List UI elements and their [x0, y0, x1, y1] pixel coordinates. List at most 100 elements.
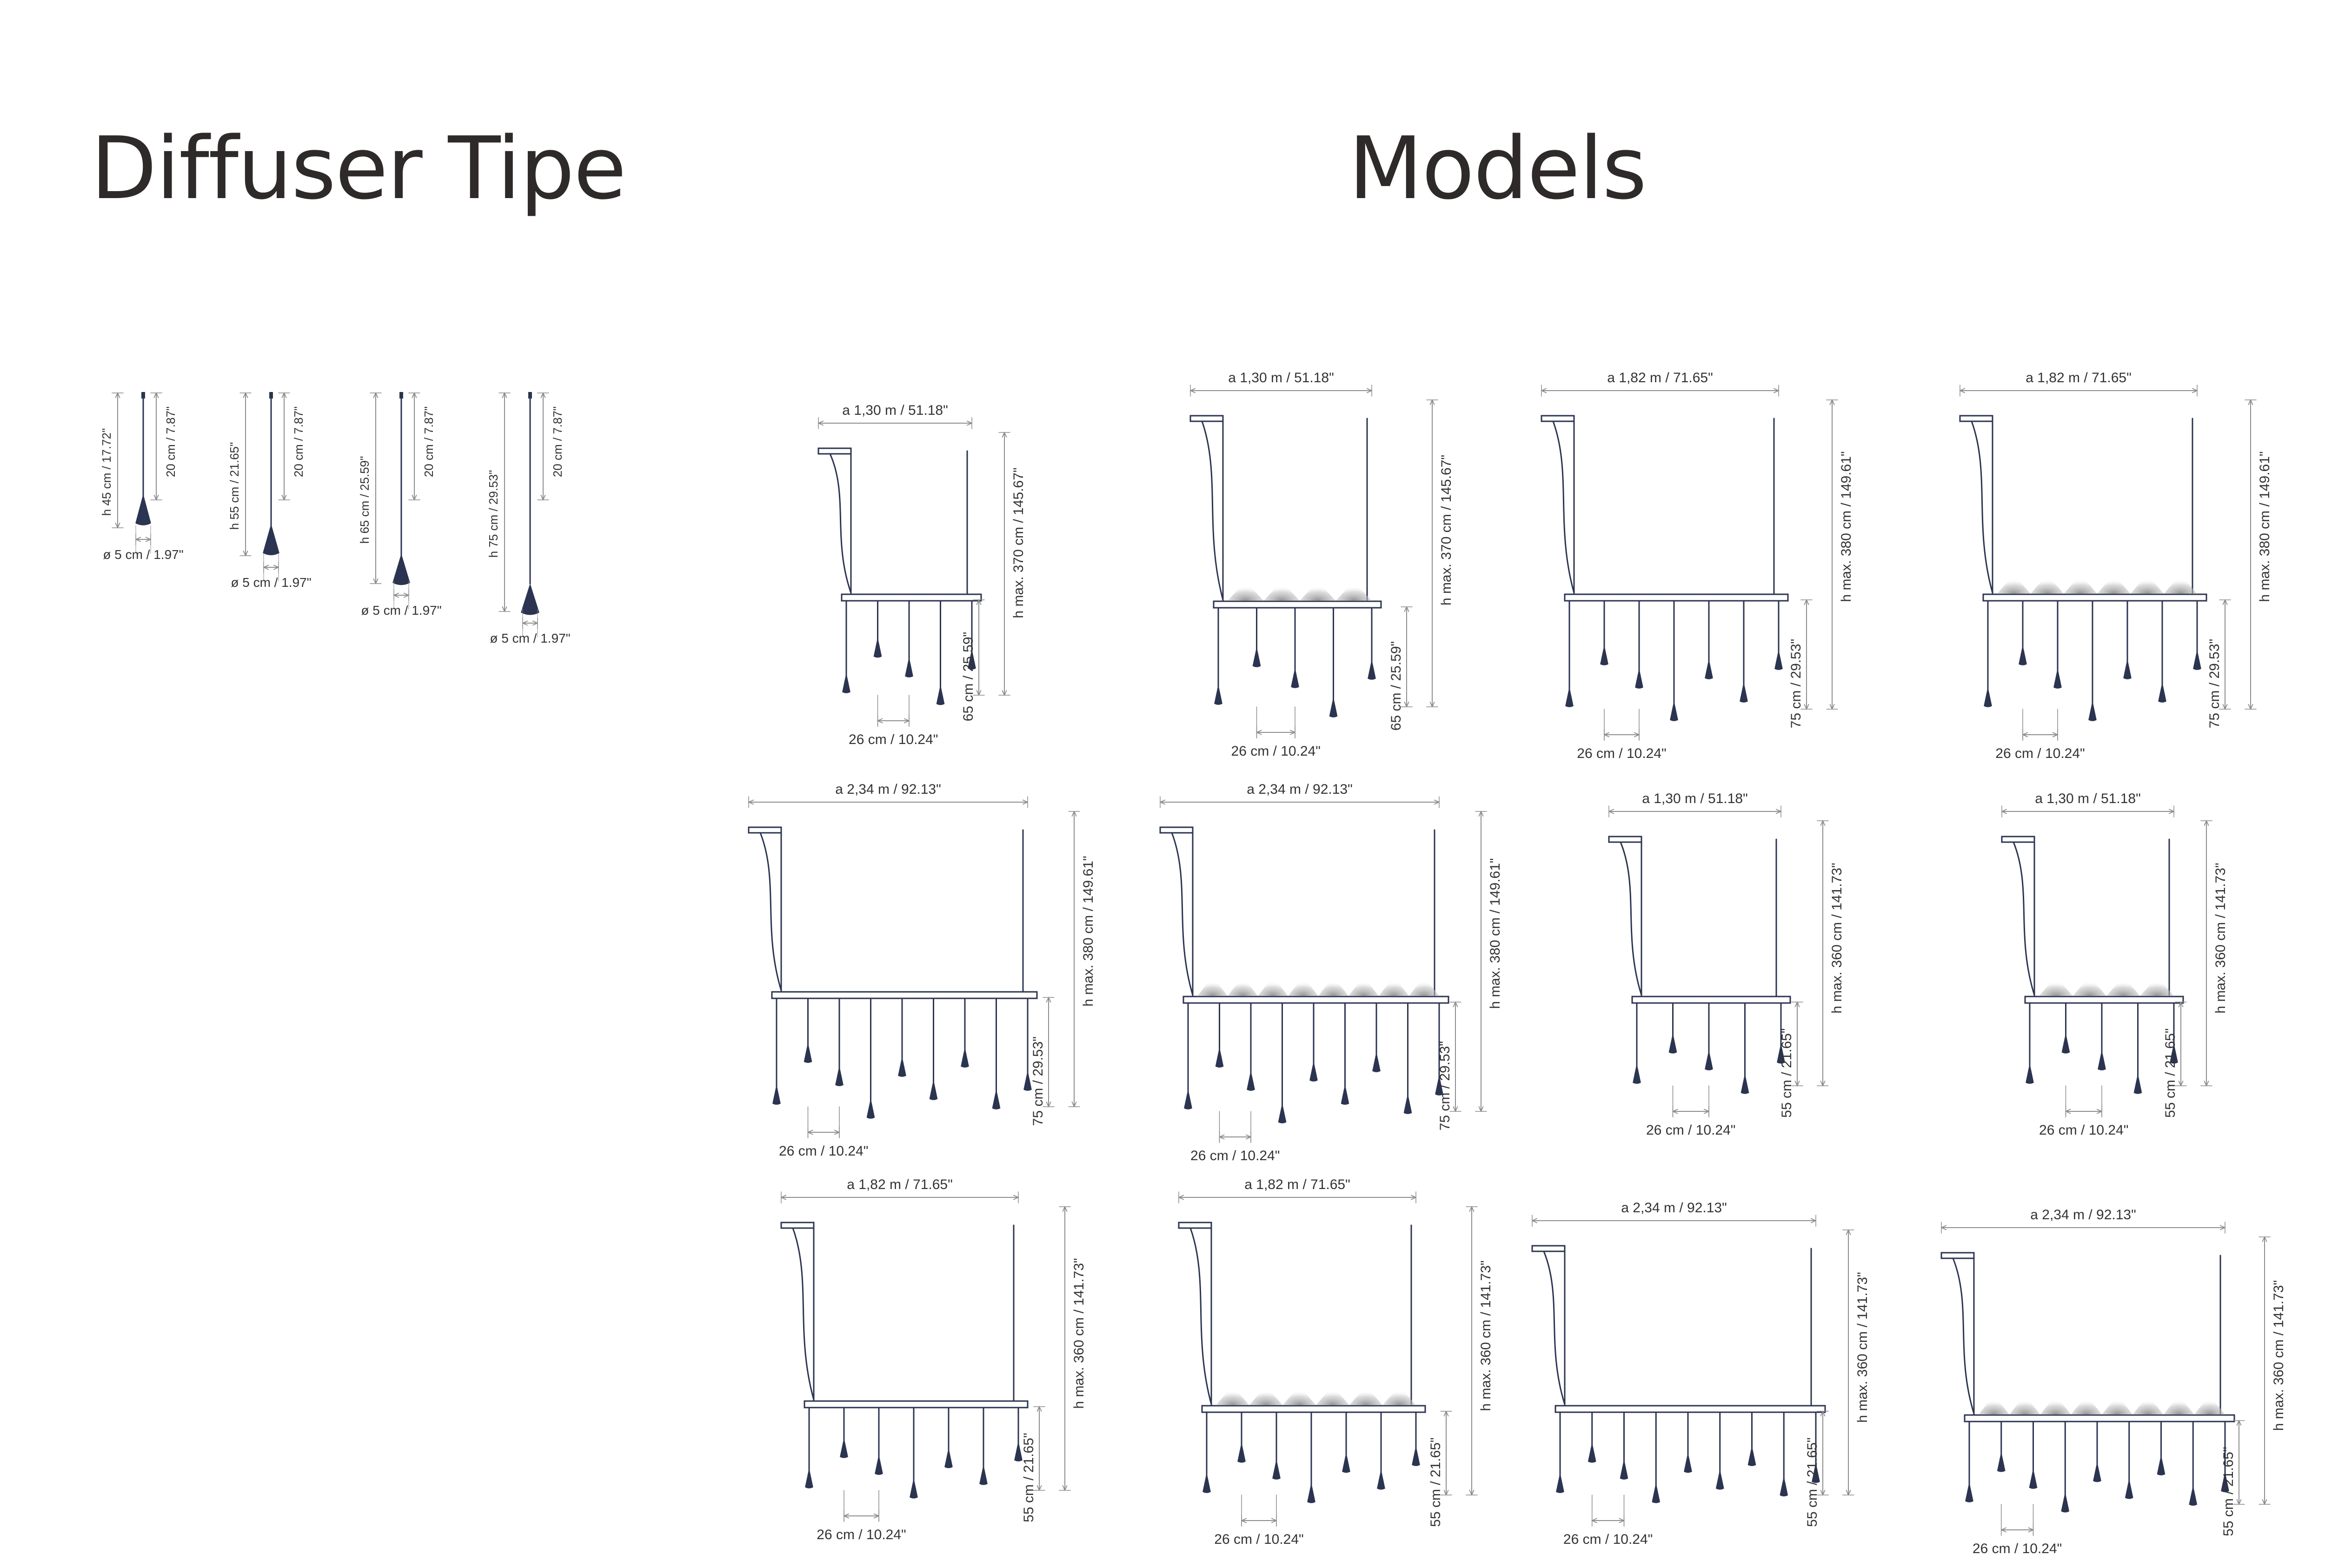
width-label: a 2,34 m / 92.13": [835, 782, 941, 797]
uplight-glow: [2140, 977, 2174, 996]
pendant-diffuser: [1202, 1474, 1211, 1493]
pendant-diffuser: [1633, 1064, 1641, 1084]
height-label: h max. 370 cm / 145.67": [1011, 467, 1026, 618]
uplight-glow: [2040, 1395, 2071, 1415]
pendant-diffuser: [1565, 688, 1574, 707]
pendant-diffuser: [873, 638, 882, 658]
drop-label: 75 cm / 29.53": [1788, 639, 1804, 728]
pendant-diffuser: [1780, 1477, 1788, 1496]
spacing-label: 26 cm / 10.24": [1190, 1148, 1280, 1163]
pendant-diffuser: [1777, 1044, 1785, 1064]
power-cable: [1971, 421, 1993, 593]
uplight-glow: [1979, 1395, 2010, 1415]
pendant-diffuser: [805, 1469, 813, 1488]
power-cable: [1952, 1258, 1975, 1414]
pendant-diffuser: [1747, 1447, 1756, 1466]
pendant-diffuser: [1620, 1460, 1628, 1480]
pendant-diffuser: [1705, 660, 1713, 679]
uplight-glow: [2106, 977, 2140, 996]
light-bar: [771, 991, 1038, 999]
diffuser-cap: [269, 392, 273, 399]
pendant-diffuser: [1668, 1034, 1677, 1054]
model-2: a 1,30 m / 51.18" h max. 370 cm / 145.67"…: [1189, 370, 1454, 759]
diffuser-cable-label: 20 cm / 7.87": [422, 406, 436, 477]
diffuser-types: h 45 cm / 17.72"20 cm / 7.87"ø 5 cm / 1.…: [100, 392, 571, 645]
uplight-glow: [1318, 977, 1348, 996]
pendant-diffuser: [1307, 1484, 1315, 1503]
diffuser-cone: [521, 583, 539, 615]
drop-label: 55 cm / 21.65": [1779, 1028, 1794, 1117]
pendant-diffuser: [1247, 1071, 1255, 1091]
pendant-diffuser: [2061, 1493, 2070, 1513]
uplight-glow: [2030, 574, 2064, 594]
uplight-glow: [2097, 574, 2131, 594]
pendant-diffuser: [1600, 646, 1608, 665]
drop-label: 55 cm / 21.65": [2221, 1447, 2236, 1536]
pendant-diffuser: [1435, 1076, 1443, 1096]
drop-label: 55 cm / 21.65": [2163, 1028, 2178, 1117]
pendant-diffuser: [944, 1449, 953, 1468]
height-label: h max. 370 cm / 145.67": [1439, 455, 1454, 605]
uplight-glow: [1349, 1386, 1383, 1405]
power-cable: [1201, 421, 1224, 600]
diffuser-cone: [135, 494, 151, 525]
width-label: a 1,82 m / 71.65": [1244, 1177, 1350, 1192]
ceiling-bracket: [1608, 836, 1642, 843]
power-cable: [792, 1228, 815, 1400]
pendant-diffuser: [992, 1090, 1001, 1110]
height-label: h max. 380 cm / 149.61": [1488, 858, 1503, 1009]
uplight-glow: [1263, 581, 1300, 601]
uplight-glow: [1379, 977, 1409, 996]
drop-label: 55 cm / 21.65": [1021, 1433, 1036, 1522]
pendant-diffuser: [875, 1455, 883, 1475]
width-label: a 1,30 m / 51.18": [842, 403, 948, 418]
width-label: a 1,30 m / 51.18": [1228, 370, 1334, 385]
ceiling-bracket: [1178, 1222, 1212, 1229]
pendant-diffuser: [2221, 1473, 2229, 1492]
pendant-diffuser: [1412, 1447, 1420, 1466]
pendant-diffuser: [2193, 651, 2201, 670]
uplight-glow: [1382, 1386, 1416, 1405]
light-bar: [1982, 593, 2207, 602]
pendant-diffuser: [2189, 1487, 2198, 1506]
uplight-glow: [2132, 1395, 2164, 1415]
pendant-diffuser: [1272, 1460, 1281, 1480]
uplight-glow: [1282, 1386, 1316, 1405]
width-label: a 1,82 m / 71.65": [2026, 370, 2131, 385]
height-label: h max. 380 cm / 149.61": [1839, 451, 1854, 602]
height-label: h max. 360 cm / 141.73": [2271, 1280, 2286, 1431]
pendant-diffuser: [2019, 646, 2027, 665]
drop-label: 75 cm / 29.53": [1437, 1041, 1453, 1130]
uplight-glow: [2009, 1395, 2040, 1415]
drop-label: 65 cm / 25.59": [1388, 641, 1404, 731]
uplight-glow: [1335, 581, 1372, 601]
diffuser-diameter-label: ø 5 cm / 1.97": [231, 575, 311, 590]
pendant-diffuser: [1774, 651, 1783, 670]
uplight-glow: [2039, 977, 2073, 996]
pendant-diffuser: [1329, 698, 1338, 718]
diffuser-diameter-label: ø 5 cm / 1.97": [103, 547, 183, 562]
drop-label: 55 cm / 21.65": [1428, 1437, 1443, 1527]
uplight-glow: [2194, 1395, 2225, 1415]
pendant-diffuser: [2088, 702, 2097, 721]
uplight-glow: [2073, 977, 2106, 996]
pendant-diffuser: [1984, 688, 1992, 707]
light-bar: [1182, 996, 1449, 1004]
diffuser-type-heading: Diffuser Tipe: [91, 118, 626, 219]
height-label: h max. 360 cm / 141.73": [1071, 1258, 1087, 1409]
pendant-diffuser: [1014, 1442, 1023, 1462]
pendant-diffuser: [1237, 1443, 1246, 1463]
height-label: h max. 360 cm / 141.73": [1829, 863, 1845, 1013]
diffuser-cone: [263, 524, 279, 555]
pendant-diffuser: [898, 1057, 906, 1077]
light-bar: [1213, 600, 1382, 609]
pendant-diffuser: [979, 1466, 988, 1485]
pendant-diffuser: [1740, 1075, 1749, 1094]
pendant-diffuser: [842, 674, 850, 693]
diffuser-item: h 45 cm / 17.72"20 cm / 7.87"ø 5 cm / 1.…: [100, 392, 184, 562]
pendant-diffuser: [1368, 660, 1376, 680]
power-cable: [829, 453, 852, 593]
power-cable: [759, 832, 782, 991]
power-cable: [1543, 1251, 1566, 1405]
pendant-diffuser: [1214, 685, 1222, 705]
